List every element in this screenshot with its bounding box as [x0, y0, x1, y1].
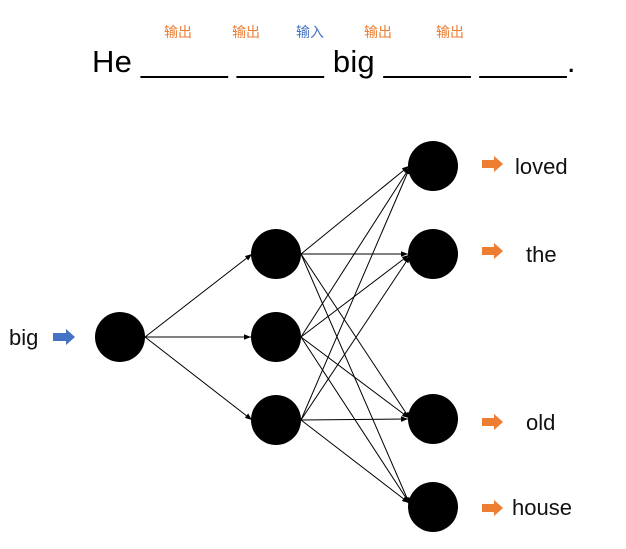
output-word-loved: loved	[515, 154, 568, 179]
orange-right-arrow-icon	[482, 243, 503, 259]
output-node-2	[408, 229, 458, 279]
edge	[300, 166, 411, 338]
output-word-the: the	[526, 242, 557, 267]
edge	[300, 165, 410, 255]
output-tag-3: 输出	[364, 25, 392, 41]
blue-right-arrow-icon	[53, 329, 75, 345]
edge	[300, 253, 411, 506]
edge	[300, 419, 410, 504]
output-tag-2: 输出	[232, 25, 260, 41]
hidden-node-1	[251, 229, 301, 279]
nodes	[95, 141, 458, 532]
edge	[300, 254, 410, 338]
edges-hidden-to-output	[300, 165, 411, 506]
output-node-1	[408, 141, 458, 191]
edge	[300, 336, 411, 505]
orange-right-arrow-icon	[482, 156, 503, 172]
sentence-text: He _____ _____ big _____ _____.	[92, 44, 576, 79]
input-node	[95, 312, 145, 362]
output-word-old: old	[526, 410, 556, 435]
output-node-4	[408, 482, 458, 532]
hidden-node-2	[251, 312, 301, 362]
hidden-node-3	[251, 395, 301, 445]
edge	[300, 416, 409, 422]
output-node-3	[408, 394, 458, 444]
edge	[300, 166, 411, 421]
edges-input-to-hidden	[144, 253, 253, 421]
orange-right-arrow-icon	[482, 414, 503, 430]
edge	[300, 255, 411, 421]
output-word-house: house	[512, 495, 572, 520]
output-tag-1: 输出	[164, 25, 192, 41]
input-word: big	[9, 325, 39, 350]
edge	[300, 336, 410, 419]
output-tag-4: 输出	[436, 25, 464, 41]
edge	[144, 336, 253, 421]
input-tag: 输入	[296, 25, 324, 41]
edge	[300, 253, 411, 420]
orange-right-arrow-icon	[482, 500, 503, 516]
edge	[144, 253, 253, 338]
